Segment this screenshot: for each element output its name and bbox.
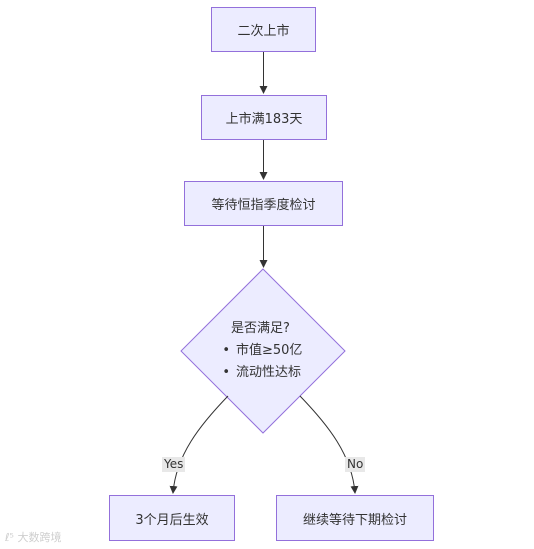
node-wait-next-review: 继续等待下期检讨 xyxy=(276,495,434,541)
node-effective-after-3-months: 3个月后生效 xyxy=(109,495,235,541)
condition-liquidity: •流动性达标 xyxy=(222,365,302,380)
edge-yes xyxy=(169,395,229,494)
edge-label-yes: Yes xyxy=(162,457,186,472)
decision-question: 是否满足? xyxy=(231,321,290,336)
edge-no xyxy=(299,395,359,494)
decision-diamond xyxy=(180,268,346,434)
edge-label-no: No xyxy=(345,457,366,472)
node-wait-quarterly-review: 等待恒指季度检讨 xyxy=(184,181,343,226)
decision-text: 是否满足? •市值≥50亿 •流动性达标 xyxy=(214,318,302,384)
condition-market-cap: •市值≥50亿 xyxy=(222,343,303,358)
watermark-logo-icon: ℓ⁵ xyxy=(5,531,14,544)
node-secondary-listing: 二次上市 xyxy=(211,7,316,52)
watermark: ℓ⁵ 大数跨境 xyxy=(5,531,62,544)
node-listed-183-days: 上市满183天 xyxy=(201,95,327,140)
